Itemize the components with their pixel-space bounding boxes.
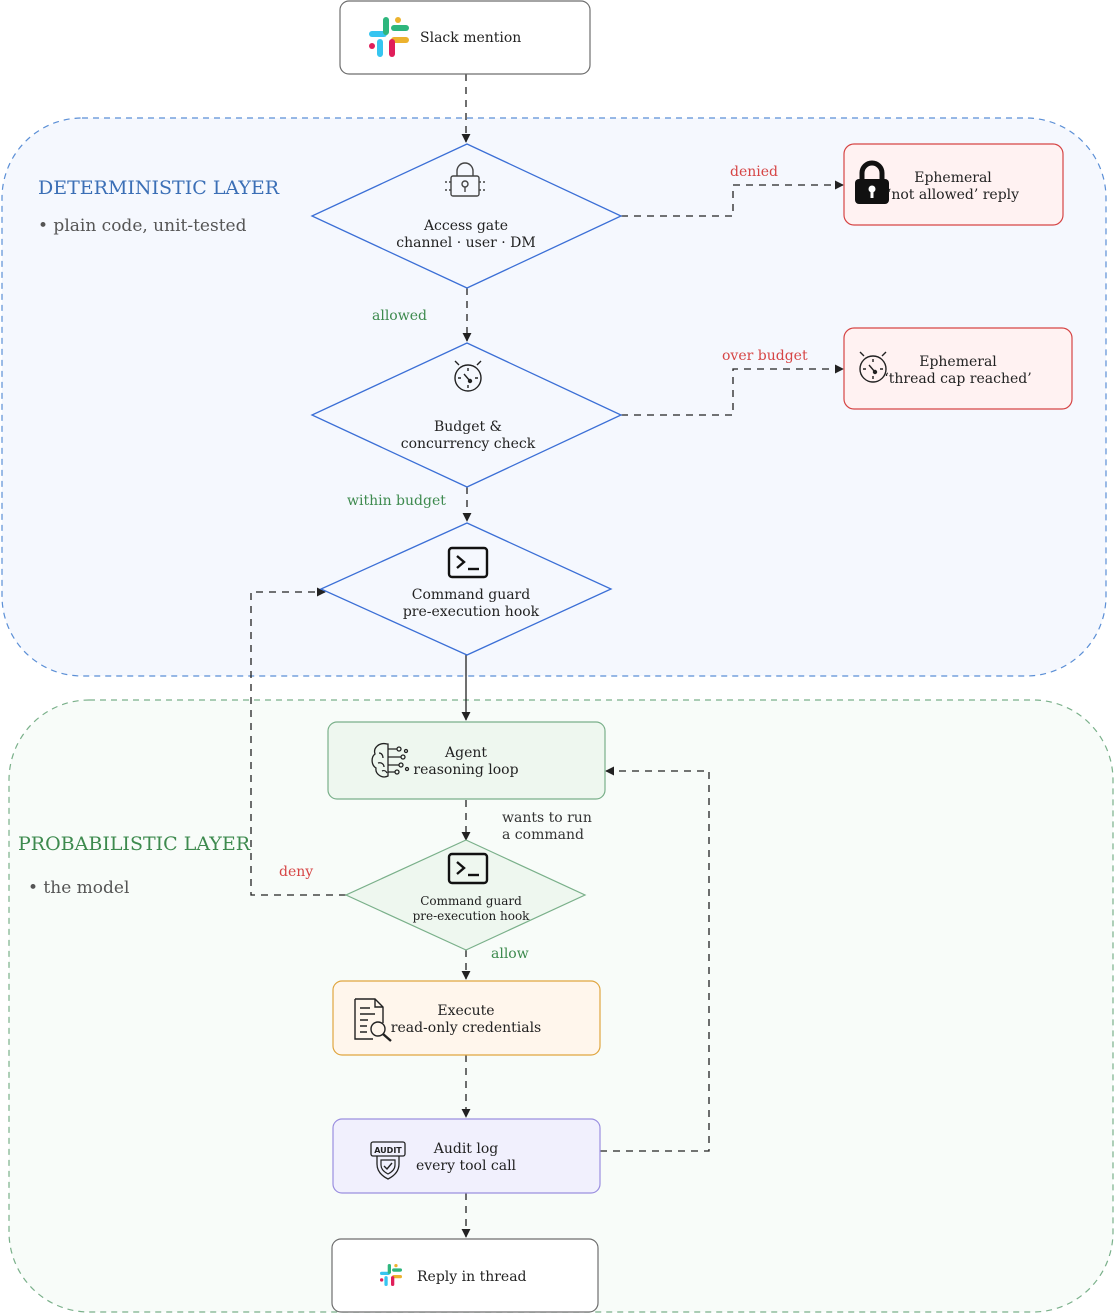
ephemeral-denied-subtitle: ‘not allowed’ reply [887,187,1019,203]
brain-icon [371,742,410,778]
reply-in-thread-node: Reply in thread [331,1238,599,1313]
terminal-icon [447,546,489,579]
deterministic-layer-title: DETERMINISTIC LAYER [38,177,280,199]
stopwatch-icon [454,360,482,392]
slack-logo-icon [369,17,409,57]
edge-guard2-deny [250,587,346,896]
slack-mention-node: Slack mention [339,0,591,75]
ephemeral-budget-node: Ephemeral ‘thread cap reached’ [843,327,1073,410]
audit-log-subtitle: every tool call [416,1158,517,1174]
audit-log-node: AUDIT Audit log every tool call [332,1118,601,1194]
command-guard-subtitle: pre-execution hook [403,604,540,620]
access-gate-node: Access gate channel · user · DM [310,143,623,289]
probabilistic-layer-note: • the model [28,878,129,898]
command-guard-probabilistic-title: Command guard [420,894,522,908]
edge-gate-denied [621,180,844,217]
edge-label-allow: allow [491,946,529,962]
ephemeral-denied-title: Ephemeral [914,170,992,186]
edge-audit-loop-back [600,766,710,1152]
stopwatch-icon [859,351,887,383]
padlock-icon [855,160,889,204]
access-gate-title: Access gate [423,218,508,234]
audit-log-title: Audit log [433,1141,499,1157]
document-search-icon [354,998,392,1042]
command-guard-title: Command guard [412,587,530,603]
execute-title: Execute [437,1003,494,1019]
execute-subtitle: read-only credentials [391,1020,542,1036]
command-guard-probabilistic-subtitle: pre-execution hook [413,909,531,923]
terminal-icon [447,852,489,885]
edge-label-allowed: allowed [372,308,427,324]
edge-label-over-budget: over budget [722,348,808,364]
agent-loop-subtitle: reasoning loop [413,762,518,778]
lock-icon [445,162,485,197]
ephemeral-budget-subtitle: ‘thread cap reached’ [884,371,1031,387]
edge-label-wants-line2: a command [502,827,584,843]
command-guard-node: Command guard pre-execution hook [319,522,613,656]
execute-node: Execute read-only credentials [332,980,601,1056]
slack-logo-icon [380,1264,402,1286]
budget-check-title: Budget & [434,419,502,435]
ephemeral-budget-title: Ephemeral [919,354,997,370]
reply-in-thread-label: Reply in thread [417,1269,527,1285]
audit-shield-icon: AUDIT [370,1141,406,1180]
audit-badge-text: AUDIT [374,1146,402,1155]
edge-label-denied: denied [730,164,778,180]
agent-loop-node: Agent reasoning loop [327,721,606,800]
edge-label-within-budget: within budget [347,493,446,509]
edge-label-deny: deny [279,864,313,880]
edge-label-wants-line1: wants to run [502,810,592,826]
edge-budget-over [621,364,844,416]
deterministic-layer-note: • plain code, unit-tested [38,216,247,236]
budget-check-node: Budget & concurrency check [310,342,623,488]
ephemeral-denied-node: Ephemeral ‘not allowed’ reply [843,143,1064,226]
command-guard-probabilistic-node: Command guard pre-execution hook [344,839,587,951]
probabilistic-layer-title: PROBABILISTIC LAYER [18,833,251,855]
agent-loop-title: Agent [444,745,487,761]
slack-mention-label: Slack mention [420,30,521,46]
budget-check-subtitle: concurrency check [401,436,536,452]
access-gate-subtitle: channel · user · DM [396,235,535,251]
